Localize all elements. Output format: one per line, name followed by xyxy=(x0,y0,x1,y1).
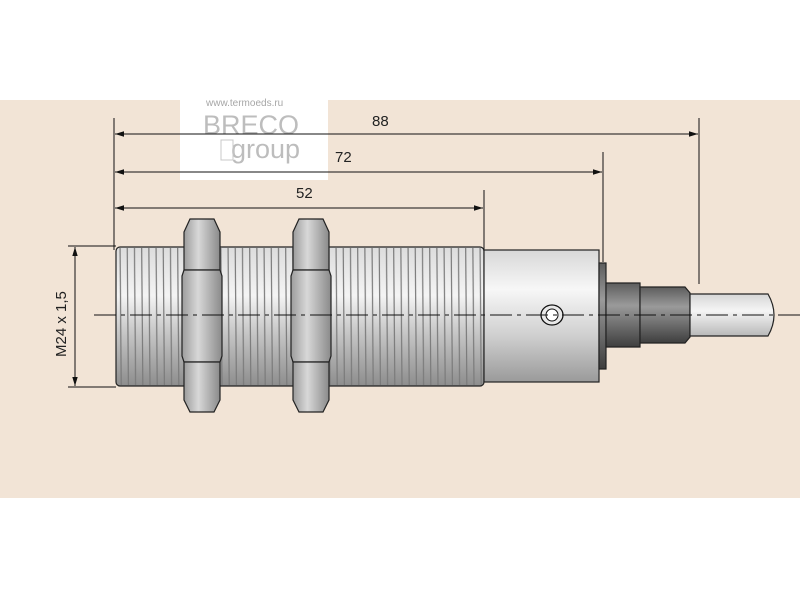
extension-lines xyxy=(68,118,700,388)
nut-right-bottom xyxy=(292,361,330,413)
housing-cylinder xyxy=(483,249,600,383)
dim-label-88: 88 xyxy=(372,113,389,130)
watermark-brand-line2: group xyxy=(231,134,300,164)
watermark-logo-mark xyxy=(220,139,234,161)
watermark-url: www.termoeds.ru xyxy=(205,98,283,109)
watermark-box xyxy=(180,98,328,180)
dim-label-72: 72 xyxy=(335,149,352,166)
nut-left-top xyxy=(183,218,221,271)
dimension-lines xyxy=(72,131,698,386)
dim-label-thread: M24 x 1,5 xyxy=(53,291,70,357)
cable-gland xyxy=(605,282,641,348)
nut-right-middle xyxy=(290,269,332,363)
nut-right xyxy=(290,218,332,413)
watermark: www.termoeds.ru BRECO group xyxy=(180,98,328,180)
housing-ring xyxy=(598,262,607,370)
cable xyxy=(689,293,775,337)
nut-left-middle xyxy=(181,269,223,363)
nut-left xyxy=(181,218,223,413)
nut-right-top xyxy=(292,218,330,271)
nut-left-bottom xyxy=(183,361,221,413)
dim-label-52: 52 xyxy=(296,185,313,202)
